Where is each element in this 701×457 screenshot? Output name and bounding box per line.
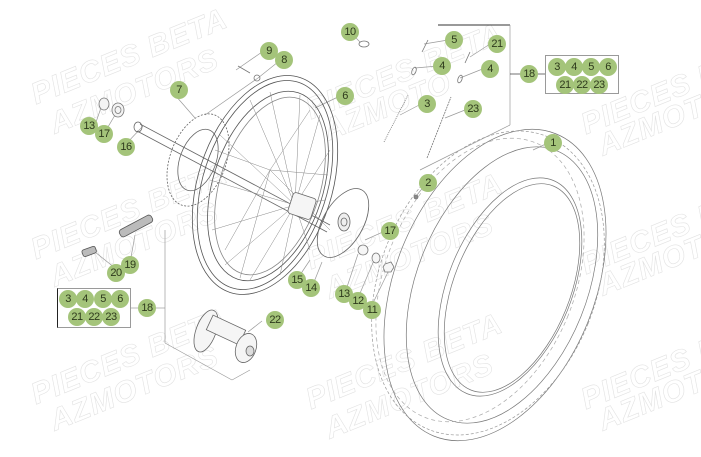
kit-top-item[interactable]: 4 bbox=[565, 58, 583, 76]
kit-top-item[interactable]: 21 bbox=[556, 76, 574, 94]
kit-box-left: 3 4 5 6 21 22 23 bbox=[57, 288, 131, 328]
callout-rim[interactable]: 6 bbox=[336, 87, 354, 105]
callout-spacer-left[interactable]: 13 bbox=[80, 117, 98, 135]
callout-spoke-nipple[interactable]: 4 bbox=[433, 57, 451, 75]
callout-sprocket-bolt[interactable]: 9 bbox=[260, 42, 278, 60]
callout-bearing-left[interactable]: 17 bbox=[95, 125, 113, 143]
callout-nipple-washer[interactable]: 5 bbox=[445, 31, 463, 49]
callout-spoke-medium[interactable]: 23 bbox=[464, 100, 482, 118]
callout-valve-nut[interactable]: 2 bbox=[419, 174, 437, 192]
kit-left-item[interactable]: 22 bbox=[85, 308, 103, 326]
kit-left-item[interactable]: 4 bbox=[76, 290, 94, 308]
callout-chain-master-link[interactable]: 20 bbox=[107, 264, 125, 282]
callout-axle-nut[interactable]: 11 bbox=[363, 301, 381, 319]
callout-spoke-nipple-2[interactable]: 4 bbox=[481, 60, 499, 78]
kit-top-item[interactable]: 5 bbox=[582, 58, 600, 76]
callout-tire[interactable]: 1 bbox=[544, 134, 562, 152]
kit-left-item[interactable]: 3 bbox=[59, 290, 77, 308]
callout-kit-left[interactable]: 18 bbox=[138, 299, 156, 317]
callout-kit-top[interactable]: 18 bbox=[520, 65, 538, 83]
kit-left-item[interactable]: 6 bbox=[111, 290, 129, 308]
kit-top-item[interactable]: 22 bbox=[573, 76, 591, 94]
callout-hub[interactable]: 22 bbox=[266, 311, 284, 329]
callout-spoke-long[interactable]: 3 bbox=[418, 95, 436, 113]
kit-top-item[interactable]: 6 bbox=[599, 58, 617, 76]
kit-top-item[interactable]: 23 bbox=[590, 76, 608, 94]
kit-left-item[interactable]: 23 bbox=[102, 308, 120, 326]
callout-spoke-short[interactable]: 21 bbox=[488, 35, 506, 53]
callout-rear-sprocket[interactable]: 7 bbox=[170, 81, 188, 99]
callout-rim-lock[interactable]: 10 bbox=[341, 23, 359, 41]
callout-chain[interactable]: 19 bbox=[121, 256, 139, 274]
kit-top-item[interactable]: 3 bbox=[548, 58, 566, 76]
callout-disc-bolt[interactable]: 15 bbox=[288, 271, 306, 289]
callout-wheel-axle[interactable]: 16 bbox=[117, 138, 135, 156]
callout-spacer-right[interactable]: 13 bbox=[335, 285, 353, 303]
callout-bearing-right[interactable]: 17 bbox=[381, 222, 399, 240]
kit-left-item[interactable]: 21 bbox=[68, 308, 86, 326]
callout-washer[interactable]: 12 bbox=[349, 292, 367, 310]
callout-brake-disc[interactable]: 14 bbox=[302, 279, 320, 297]
callout-sprocket-nut[interactable]: 8 bbox=[275, 51, 293, 69]
kit-box-top: 3 4 5 6 21 22 23 bbox=[545, 55, 619, 94]
kit-left-item[interactable]: 5 bbox=[94, 290, 112, 308]
